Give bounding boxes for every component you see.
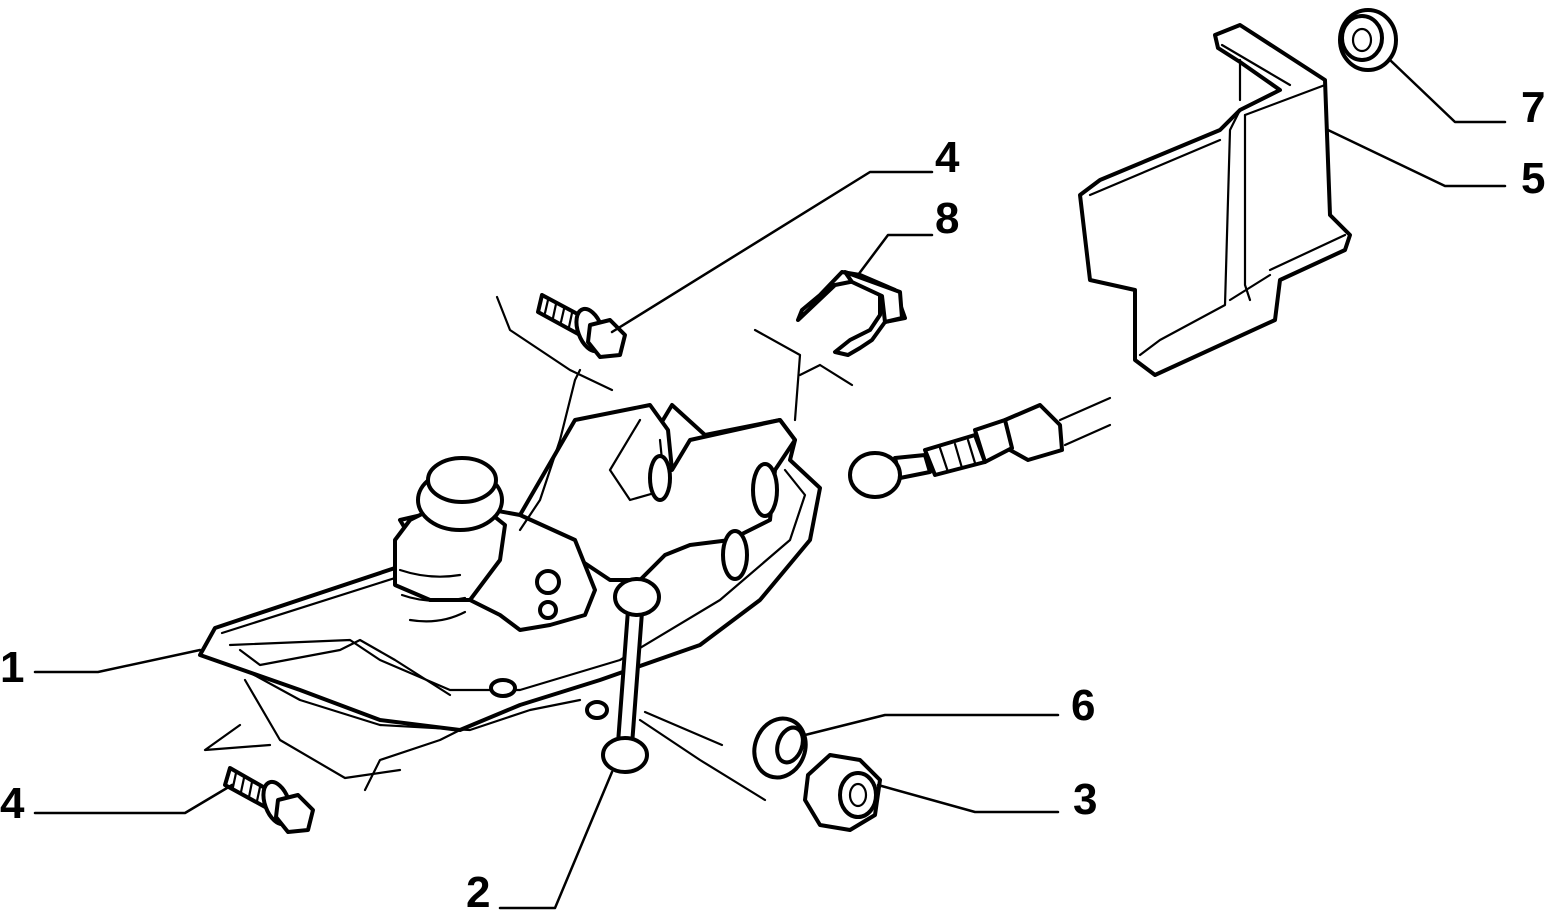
part-6-washer: [752, 716, 808, 780]
leader-2: [498, 770, 614, 910]
callout-labels: 1 2 3 4 4 5 6 7 8: [0, 83, 1545, 911]
part-1-shifter-base: [198, 403, 822, 792]
callout-8: 8: [935, 194, 959, 243]
part-4-bolt-upper: [536, 293, 627, 359]
leader-6: [803, 713, 1060, 737]
part-2-connecting-rod: [601, 577, 661, 774]
leader-3: [876, 783, 1060, 814]
leader-8: [856, 233, 934, 277]
callout-2: 2: [466, 868, 490, 911]
leader-5: [1326, 128, 1507, 188]
callout-1: 1: [0, 643, 24, 692]
part-8-retaining-clip: [796, 270, 907, 357]
shift-cable-end: [848, 396, 1112, 499]
part-5-cover-shield: [1078, 23, 1352, 377]
callout-5: 5: [1521, 154, 1545, 203]
part-7-grommet: [1338, 8, 1398, 72]
callout-4-lower: 4: [0, 779, 25, 828]
callout-6: 6: [1071, 681, 1095, 730]
alignment-marks: [203, 295, 854, 802]
leader-7: [1388, 58, 1507, 124]
callout-3: 3: [1073, 775, 1097, 824]
leader-4-upper: [610, 170, 934, 334]
leader-4-lower: [33, 783, 234, 815]
callout-7: 7: [1521, 83, 1545, 132]
leader-lines: [33, 58, 1507, 910]
callout-4-upper: 4: [935, 133, 960, 182]
part-4-bolt-lower: [223, 766, 315, 834]
leader-1: [33, 648, 202, 674]
part-3-hex-nut: [803, 753, 882, 832]
